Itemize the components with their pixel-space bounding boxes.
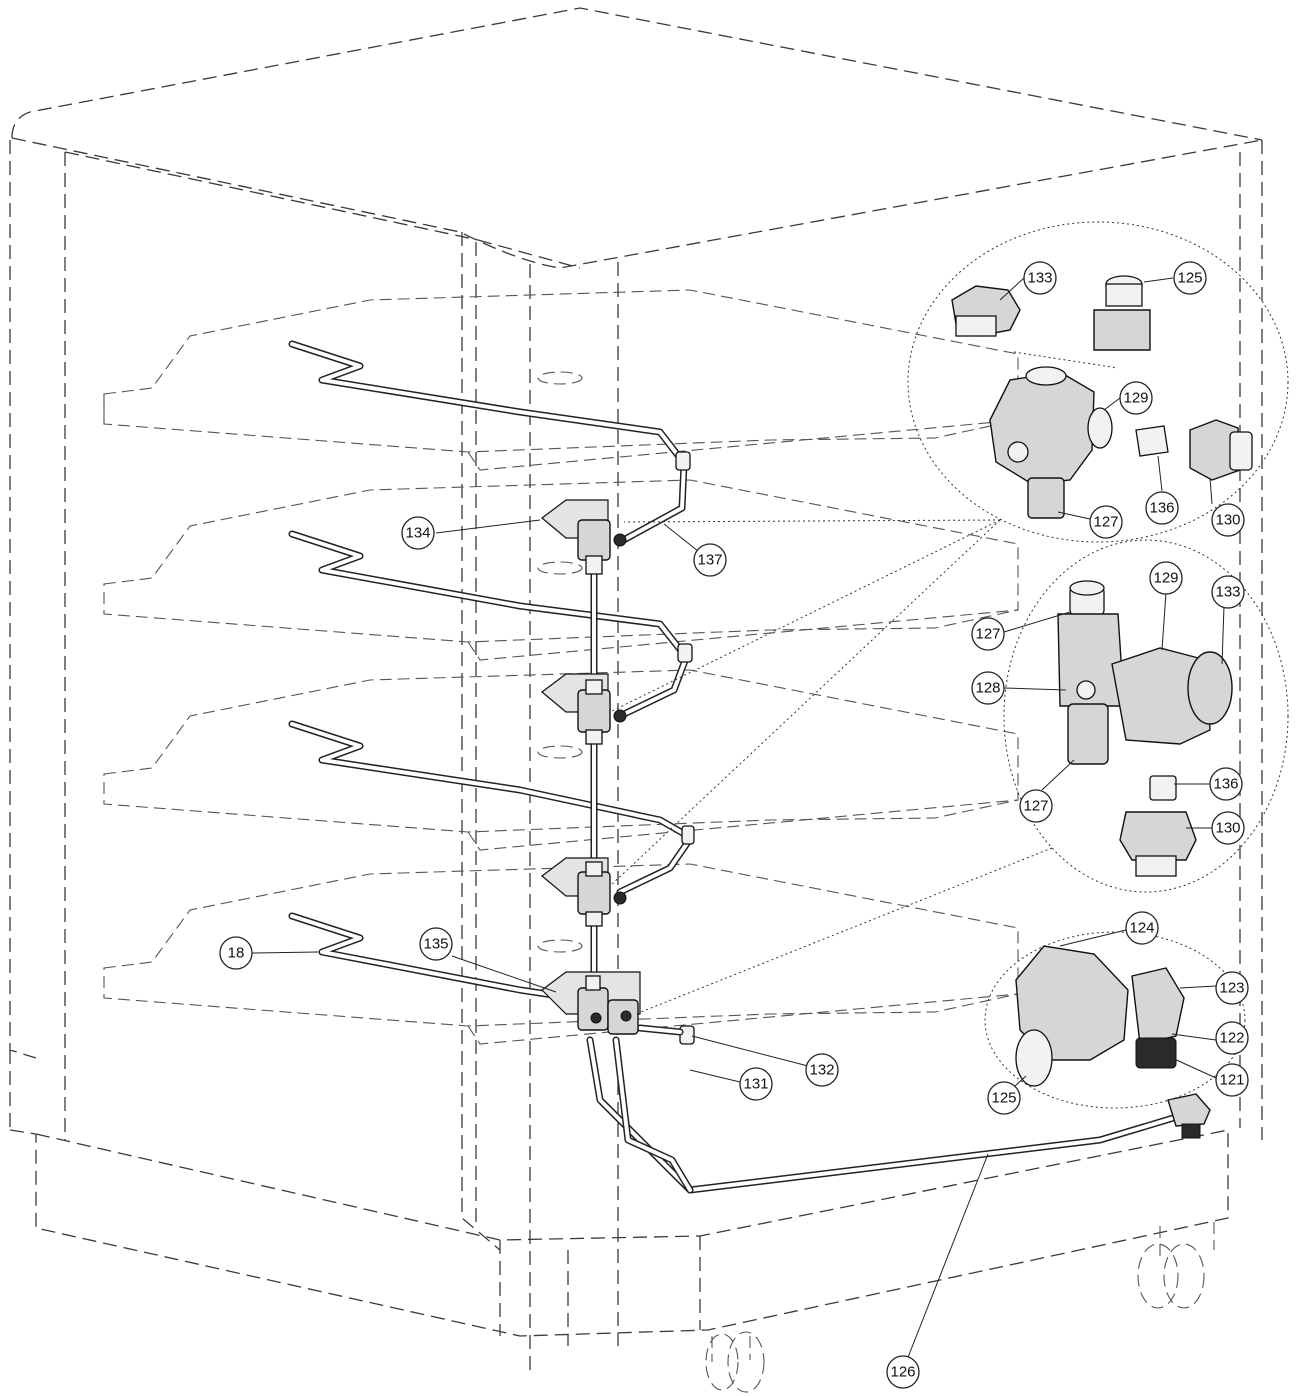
- callout-125-detail-3: 125: [987, 1081, 1021, 1115]
- callout-137: 137: [693, 543, 727, 577]
- callout-134: 134: [401, 516, 435, 550]
- svg-text:130: 130: [1215, 512, 1240, 529]
- callout-127-detail-2-bottom: 127: [1019, 789, 1053, 823]
- svg-text:121: 121: [1219, 1072, 1244, 1089]
- callout-130-detail-1: 130: [1211, 503, 1245, 537]
- svg-text:127: 127: [975, 626, 1000, 643]
- valve-assemblies: [541, 499, 1211, 1139]
- svg-text:126: 126: [890, 1364, 915, 1381]
- callout-132: 132: [805, 1053, 839, 1087]
- svg-text:123: 123: [1219, 980, 1244, 997]
- callout-125-detail-1: 125: [1173, 261, 1207, 295]
- svg-text:127: 127: [1023, 798, 1048, 815]
- callout-131: 131: [739, 1067, 773, 1101]
- svg-text:137: 137: [697, 552, 722, 569]
- callout-136-detail-1: 136: [1145, 491, 1179, 525]
- svg-text:134: 134: [405, 525, 430, 542]
- callout-129-detail-1: 129: [1119, 381, 1153, 415]
- callout-126: 126: [886, 1355, 920, 1389]
- svg-text:127: 127: [1093, 514, 1118, 531]
- vertical-manifold: [586, 556, 1184, 1194]
- callout-129-detail-2: 129: [1149, 561, 1183, 595]
- cabinet-outline: [9, 7, 1263, 1370]
- callout-18: 18: [219, 936, 253, 970]
- projection-lines: [609, 351, 1119, 1015]
- callout-130-detail-2: 130: [1211, 811, 1245, 845]
- svg-text:122: 122: [1219, 1030, 1244, 1047]
- svg-text:133: 133: [1027, 270, 1052, 287]
- callout-136-detail-2: 136: [1209, 767, 1243, 801]
- svg-text:18: 18: [228, 945, 245, 962]
- caster-wheels: [705, 1222, 1215, 1393]
- callout-127-detail-1: 127: [1089, 505, 1123, 539]
- leader-lines: [251, 277, 1225, 1371]
- callout-128: 128: [971, 671, 1005, 705]
- callout-121: 121: [1215, 1063, 1249, 1097]
- svg-text:131: 131: [743, 1076, 768, 1093]
- svg-text:125: 125: [991, 1090, 1016, 1107]
- svg-text:125: 125: [1177, 270, 1202, 287]
- callout-133-detail-2: 133: [1211, 575, 1245, 609]
- svg-text:132: 132: [809, 1062, 834, 1079]
- callout-123: 123: [1215, 971, 1249, 1005]
- svg-text:129: 129: [1153, 570, 1178, 587]
- callout-127-detail-2-top: 127: [971, 617, 1005, 651]
- svg-text:130: 130: [1215, 820, 1240, 837]
- svg-text:135: 135: [423, 936, 448, 953]
- svg-text:124: 124: [1129, 920, 1154, 937]
- svg-text:136: 136: [1149, 500, 1174, 517]
- svg-text:133: 133: [1215, 584, 1240, 601]
- spray-arm-tubes: [288, 340, 695, 1045]
- svg-text:129: 129: [1123, 390, 1148, 407]
- callout-122: 122: [1215, 1021, 1249, 1055]
- callout-124: 124: [1125, 911, 1159, 945]
- svg-text:136: 136: [1213, 776, 1238, 793]
- detail-views: [907, 221, 1289, 1109]
- callout-135: 135: [419, 927, 453, 961]
- svg-text:128: 128: [975, 680, 1000, 697]
- shelves: [103, 289, 1019, 1045]
- callout-133-detail-1: 133: [1023, 261, 1057, 295]
